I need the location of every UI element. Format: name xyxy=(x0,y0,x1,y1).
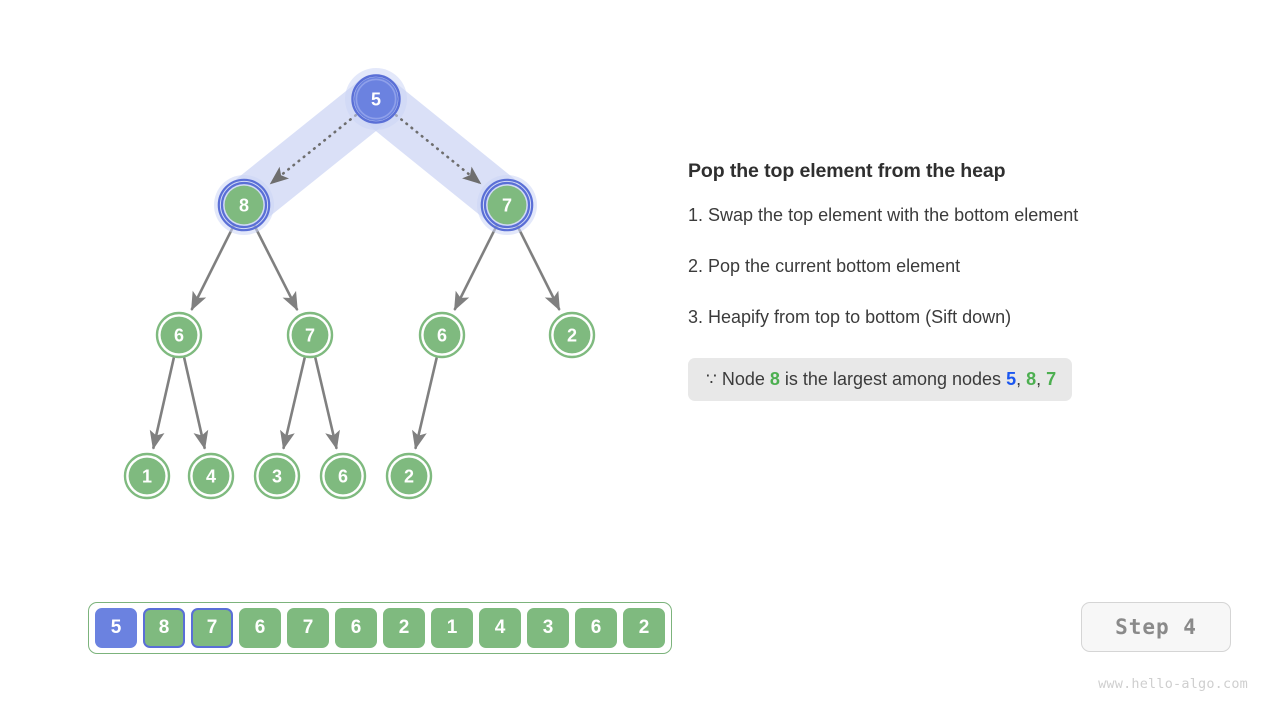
comparison-arrow xyxy=(394,114,482,185)
watermark-text: www.hello-algo.com xyxy=(1098,676,1248,692)
array-cell[interactable]: 6 xyxy=(575,608,617,648)
hint-compare-3: 7 xyxy=(1046,369,1057,389)
hint-compare-2: 8 xyxy=(1026,369,1037,389)
array-cell[interactable]: 7 xyxy=(191,608,233,648)
array-cell[interactable]: 1 xyxy=(431,608,473,648)
step-button[interactable]: Step 4 xyxy=(1081,602,1231,652)
tree-edge xyxy=(453,224,498,311)
tree-node[interactable]: 3 xyxy=(253,452,301,500)
hint-comma-1: , xyxy=(1016,369,1022,389)
hint-text-2: is the largest among nodes xyxy=(784,369,1002,389)
array-cell[interactable]: 8 xyxy=(143,608,185,648)
array-cell[interactable]: 7 xyxy=(287,608,329,648)
array-cell[interactable]: 3 xyxy=(527,608,569,648)
array-cell[interactable]: 4 xyxy=(479,608,521,648)
array-cell[interactable]: 6 xyxy=(335,608,377,648)
tree-node[interactable]: 6 xyxy=(418,311,466,359)
hint-compare-1: 5 xyxy=(1006,369,1017,389)
tree-edge xyxy=(412,357,439,450)
tree-node[interactable]: 7 xyxy=(477,175,537,235)
tree-node[interactable]: 1 xyxy=(123,452,171,500)
step-text-2: 2. Pop the current bottom element xyxy=(688,256,961,276)
tree-edge xyxy=(253,224,299,311)
page-title: Pop the top element from the heap xyxy=(688,160,1006,182)
array-cell[interactable]: 5 xyxy=(95,608,137,648)
tree-edge xyxy=(313,357,340,450)
because-symbol: ∵ xyxy=(706,370,717,389)
tree-node[interactable]: 6 xyxy=(155,311,203,359)
array-cell[interactable]: 2 xyxy=(383,608,425,648)
instruction-panel: Pop the top element from the heap 1. Swa… xyxy=(688,160,1248,401)
hint-comma-2: , xyxy=(1036,369,1042,389)
comparison-arrows xyxy=(269,113,482,186)
comparison-arrow xyxy=(269,113,358,186)
hint-text-1: Node xyxy=(721,369,765,389)
step-text-3: 3. Heapify from top to bottom (Sift down… xyxy=(688,307,1012,327)
array-cell[interactable]: 6 xyxy=(239,608,281,648)
tree-edge xyxy=(182,357,209,450)
tree-edge xyxy=(516,224,561,311)
tree-node[interactable]: 4 xyxy=(187,452,235,500)
tree-node[interactable]: 5 xyxy=(345,68,407,130)
tree-node[interactable]: 8 xyxy=(214,175,274,235)
tree-edge xyxy=(149,357,176,450)
tree-edges xyxy=(149,224,561,450)
tree-edge xyxy=(190,224,235,311)
array-cell[interactable]: 2 xyxy=(623,608,665,648)
tree-node[interactable]: 2 xyxy=(385,452,433,500)
tree-node[interactable]: 2 xyxy=(548,311,596,359)
tree-node[interactable]: 6 xyxy=(319,452,367,500)
tree-node[interactable]: 7 xyxy=(286,311,334,359)
step-text-1: 1. Swap the top element with the bottom … xyxy=(688,205,1079,225)
tree-edge xyxy=(280,357,307,450)
hint-node-value: 8 xyxy=(769,369,780,389)
hint-box: ∵ Node 8 is the largest among nodes 5, 8… xyxy=(688,358,1073,401)
